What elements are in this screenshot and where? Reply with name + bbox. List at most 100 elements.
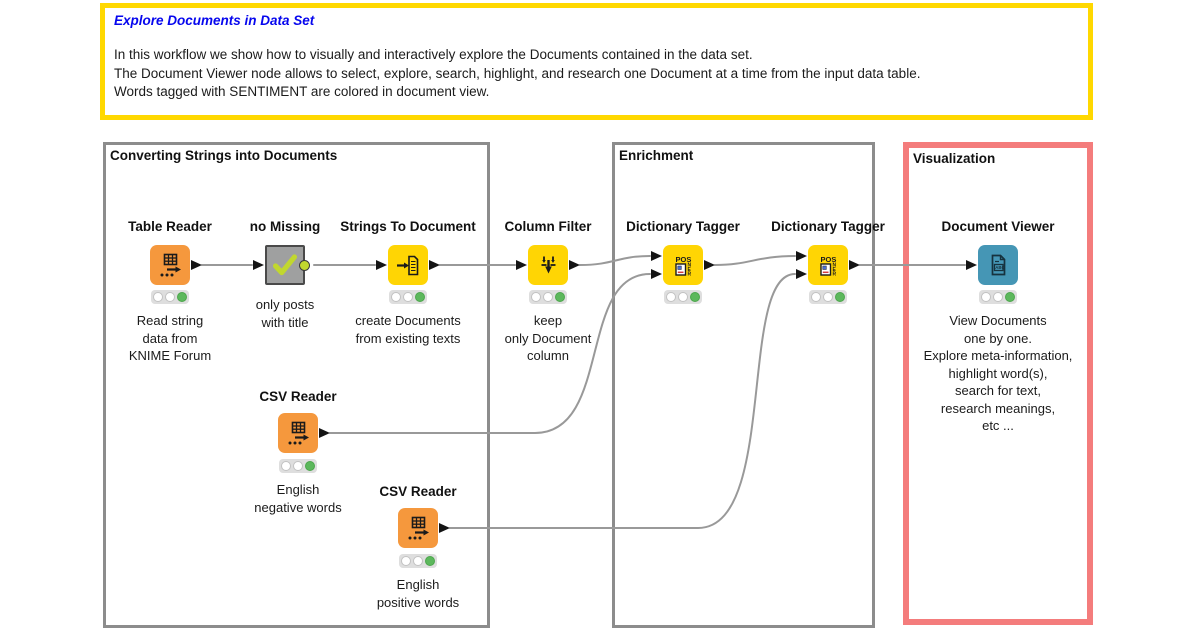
- svg-text:N: N: [687, 262, 691, 268]
- output-port[interactable]: [429, 259, 440, 270]
- input-port-dictionary[interactable]: [796, 268, 807, 279]
- svg-text:N: N: [832, 262, 836, 268]
- status-dot-executed: [305, 461, 315, 471]
- traffic-light: [389, 290, 427, 304]
- node-column-filter[interactable]: [516, 245, 580, 285]
- traffic-light: [279, 459, 317, 473]
- table-icon: [160, 253, 181, 276]
- status-dot: [981, 292, 991, 302]
- group-enrichment: Enrichment: [612, 142, 875, 628]
- status-dot: [403, 292, 413, 302]
- node-dictionary-tagger-1[interactable]: POS N E R: [651, 245, 715, 285]
- status-dot-executed: [690, 292, 700, 302]
- status-dot: [666, 292, 676, 302]
- traffic-light: [151, 290, 189, 304]
- annotation-line: In this workflow we show how to visually…: [114, 47, 753, 62]
- status-dot-executed: [177, 292, 187, 302]
- node-label-column-filter: Column Filter: [504, 219, 592, 234]
- svg-text:E: E: [832, 267, 836, 273]
- svg-text:R: R: [832, 271, 836, 277]
- annotation-body: In this workflow we show how to visually…: [114, 46, 920, 102]
- input-port-dictionary[interactable]: [651, 268, 662, 279]
- status-dot: [993, 292, 1003, 302]
- node-no-missing[interactable]: [253, 245, 310, 285]
- traffic-light: [399, 554, 437, 568]
- document-abc-icon: ABC: [991, 254, 1005, 275]
- node-label-csv-reader-negative: CSV Reader: [259, 389, 337, 404]
- node-document-viewer[interactable]: ABC: [966, 245, 1018, 285]
- node-label-table-reader: Table Reader: [128, 219, 212, 234]
- status-dot-executed: [415, 292, 425, 302]
- status-dot: [811, 292, 821, 302]
- node-label-no-missing: no Missing: [249, 219, 321, 234]
- status-dot-executed: [555, 292, 565, 302]
- input-port[interactable]: [253, 259, 264, 270]
- status-dot: [165, 292, 175, 302]
- group-visualization: Visualization: [903, 142, 1093, 625]
- svg-text:E: E: [687, 267, 691, 273]
- input-port-document[interactable]: [796, 250, 807, 261]
- svg-text:R: R: [687, 271, 691, 277]
- group-label: Visualization: [913, 151, 996, 166]
- node-csv-reader-positive[interactable]: [398, 508, 450, 548]
- node-strings-to-document[interactable]: [376, 245, 440, 285]
- annotation-line: The Document Viewer node allows to selec…: [114, 65, 921, 81]
- pos-tagger-icon: POS N E R: [674, 255, 691, 277]
- document-arrow-icon: [396, 255, 418, 275]
- traffic-light: [529, 290, 567, 304]
- status-dot-executed: [425, 556, 435, 566]
- table-icon: [408, 516, 429, 539]
- pos-tagger-icon: POS N E R: [819, 255, 836, 277]
- status-dot: [543, 292, 553, 302]
- node-label-csv-reader-positive: CSV Reader: [379, 484, 457, 499]
- output-port[interactable]: [439, 522, 450, 533]
- svg-text:POS: POS: [675, 255, 691, 264]
- input-port[interactable]: [516, 259, 527, 270]
- traffic-light: [809, 290, 847, 304]
- workflow-annotation: Explore Documents in Data Set In this wo…: [100, 3, 1093, 120]
- node-csv-reader-negative[interactable]: [278, 413, 330, 453]
- svg-text:ABC: ABC: [995, 265, 1005, 270]
- group-label: Converting Strings into Documents: [110, 148, 338, 163]
- status-dot: [281, 461, 291, 471]
- node-label-dictionary-tagger-2: Dictionary Tagger: [771, 219, 885, 234]
- output-port[interactable]: [704, 259, 715, 270]
- output-port[interactable]: [849, 259, 860, 270]
- status-dot: [391, 292, 401, 302]
- column-filter-icon: [541, 256, 555, 273]
- input-port[interactable]: [966, 259, 977, 270]
- annotation-line: Words tagged with SENTIMENT are colored …: [114, 84, 490, 99]
- status-dot-executed: [1005, 292, 1015, 302]
- output-port[interactable]: [319, 427, 330, 438]
- status-dot: [678, 292, 688, 302]
- status-dot-executed: [835, 292, 845, 302]
- metanode-output-port[interactable]: [298, 259, 310, 271]
- node-dictionary-tagger-2[interactable]: POS N E R: [796, 245, 860, 285]
- table-icon: [288, 421, 309, 444]
- annotation-title: Explore Documents in Data Set: [114, 13, 315, 28]
- node-label-document-viewer: Document Viewer: [941, 219, 1055, 234]
- input-port[interactable]: [376, 259, 387, 270]
- node-label-dictionary-tagger-1: Dictionary Tagger: [626, 219, 740, 234]
- status-dot: [293, 461, 303, 471]
- group-label: Enrichment: [619, 148, 694, 163]
- output-port[interactable]: [569, 259, 580, 270]
- input-port-document[interactable]: [651, 250, 662, 261]
- traffic-light: [979, 290, 1017, 304]
- status-dot: [531, 292, 541, 302]
- node-table-reader[interactable]: [150, 245, 202, 285]
- status-dot: [413, 556, 423, 566]
- node-label-strings-to-document: Strings To Document: [340, 219, 476, 234]
- svg-text:POS: POS: [820, 255, 836, 264]
- traffic-light: [664, 290, 702, 304]
- status-dot: [401, 556, 411, 566]
- output-port[interactable]: [191, 259, 202, 270]
